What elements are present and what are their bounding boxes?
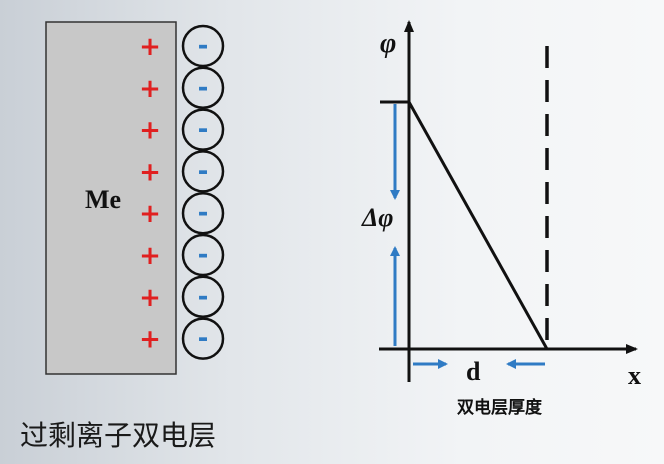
positive-charge: +	[139, 116, 161, 146]
negative-charge: -	[198, 240, 209, 270]
negative-charge: -	[198, 198, 209, 228]
negative-ion-ring	[181, 317, 225, 360]
layer-thickness-label: 双电层厚度	[457, 398, 542, 418]
metal-label: Me	[85, 185, 121, 214]
positive-charge: +	[139, 32, 161, 62]
negative-charge: -	[198, 73, 209, 103]
negative-ion-ring	[181, 233, 225, 277]
y-axis-label: φ	[380, 28, 396, 59]
positive-charge: +	[139, 74, 161, 104]
negative-ion-ring	[181, 24, 225, 68]
negative-ion-ring	[181, 108, 225, 151]
negative-charge: -	[198, 156, 209, 186]
charge-layer: + - + - + - + - + - + - + - + -	[139, 24, 225, 360]
positive-charge: +	[139, 325, 161, 355]
negative-ion-ring	[181, 275, 225, 319]
negative-charge: -	[198, 282, 209, 312]
potential-curve	[407, 101, 549, 350]
delta-phi-label: Δφ	[361, 203, 394, 232]
negative-ion-ring	[181, 150, 225, 193]
d-label: d	[466, 357, 481, 386]
x-axis-label: x	[628, 361, 641, 390]
negative-ion-ring	[181, 191, 225, 235]
metal-electrode	[45, 21, 177, 375]
positive-charge: +	[139, 199, 161, 229]
negative-charge: -	[198, 324, 209, 354]
positive-charge: +	[139, 283, 161, 313]
negative-ion-ring	[181, 66, 225, 110]
negative-charge: -	[198, 115, 209, 145]
positive-charge: +	[139, 241, 161, 271]
negative-charge: -	[198, 31, 209, 61]
diagram-caption: 过剩离子双电层	[20, 419, 217, 452]
positive-charge: +	[139, 157, 161, 187]
